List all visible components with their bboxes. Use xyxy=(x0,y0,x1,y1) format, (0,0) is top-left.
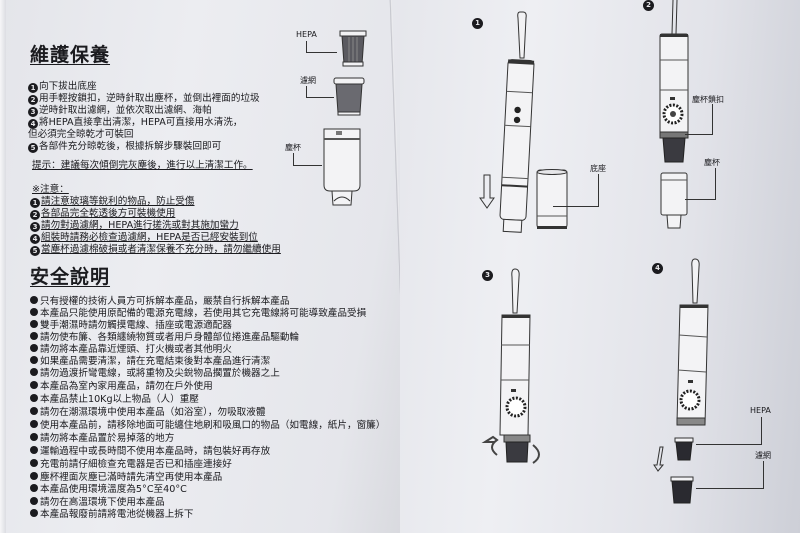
bullet-icon xyxy=(30,407,38,415)
hepa-label: HEPA xyxy=(296,30,317,39)
filter-label: 濾網 xyxy=(300,76,316,85)
hepa-filter-icon xyxy=(339,30,367,67)
step-4-badge: 4 xyxy=(652,263,663,274)
bullet-icon xyxy=(30,320,38,328)
step2-dust-cup-label: 塵杯 xyxy=(704,158,720,167)
maintenance-step-continued: 但必須完全晾乾才可裝回 xyxy=(28,129,134,140)
bullet-icon xyxy=(30,459,38,467)
bullet-icon xyxy=(30,344,38,352)
notes-title: ※注意： xyxy=(32,184,69,195)
step4-filter-leader-line xyxy=(696,461,764,489)
bullet-icon xyxy=(30,472,38,480)
safety-item: 使用本產品前，請移除地面可能纏住地刷和吸風口的物品（如電線，紙片，窗簾） xyxy=(30,420,385,432)
bullet-icon xyxy=(30,394,38,402)
bullet-icon xyxy=(30,484,38,492)
safety-item: 本產品為室內家用產品，請勿在戶外使用 xyxy=(30,381,213,393)
step4-filter-label: 濾網 xyxy=(755,451,771,460)
safety-item: 只有授權的技術人員方可拆解本產品，嚴禁自行拆解本產品 xyxy=(30,296,289,308)
lock-leader-line xyxy=(685,104,713,135)
step4-hepa-label: HEPA xyxy=(750,406,771,415)
step-number-badge: 3 xyxy=(28,107,38,117)
safety-item: 請勿使布簾、各類纏繞物質或者用戶身體部位捲進產品驅動輪 xyxy=(30,332,299,344)
bullet-icon xyxy=(30,446,38,454)
bullet-icon xyxy=(30,433,38,441)
safety-item: 充電前請仔細檢查充電器是否已和插座連接好 xyxy=(30,459,232,471)
base-leader-line xyxy=(553,174,599,207)
dust-cup-icon xyxy=(323,128,361,206)
safety-item: 本產品使用環境溫度為5°C至40°C xyxy=(30,484,187,496)
step-2-vacuum-illustration xyxy=(659,0,689,229)
note-number-badge: 3 xyxy=(30,222,40,232)
note-number-badge: 4 xyxy=(30,234,40,244)
note-number-badge: 1 xyxy=(30,198,40,208)
safety-item: 運輸過程中或長時間不使用本產品時，請包裝好再存放 xyxy=(30,446,270,458)
maintenance-title: 維護保養 xyxy=(30,44,111,66)
bullet-icon xyxy=(30,332,38,340)
step2-cup-leader-line xyxy=(685,168,716,200)
dust-cup-leader-line xyxy=(293,153,322,166)
filter-mesh-icon xyxy=(333,77,365,116)
step-number-badge: 1 xyxy=(28,83,38,93)
step-1-vacuum-illustration xyxy=(479,11,535,233)
page-edge xyxy=(0,0,6,533)
step-number-badge: 2 xyxy=(28,95,38,105)
bullet-icon xyxy=(30,509,38,517)
safety-item: 本產品報廢前請將電池從機器上拆下 xyxy=(30,509,194,521)
safety-item: 如果產品需要清潔，請在充電結束後對本產品進行清潔 xyxy=(30,356,270,368)
step-1-badge: 1 xyxy=(472,18,483,29)
base-part-icon xyxy=(536,169,568,229)
safety-item: 塵杯裡面灰塵已滿時請先清空再使用本產品 xyxy=(30,472,222,484)
step-3-vacuum-illustration xyxy=(481,268,540,464)
safety-item: 本產品只能使用原配備的電源充電線，若使用其它充電線將可能導致產品受損 xyxy=(30,308,366,320)
safety-item: 請勿過渡折彎電線，或將重物及尖銳物品擱置於機器之上 xyxy=(30,368,280,380)
step-number-badge: 4 xyxy=(28,119,38,129)
step-2-badge: 2 xyxy=(643,0,654,11)
safety-item: 請勿將本產品置於易掉落的地方 xyxy=(30,433,174,445)
hepa-leader-line xyxy=(306,41,337,53)
dust-cup-label: 塵杯 xyxy=(285,143,301,152)
dust-cup-lock-label: 塵杯鎖扣 xyxy=(692,95,724,104)
step-number-badge: 5 xyxy=(28,143,38,153)
step-4-vacuum-illustration xyxy=(653,258,709,504)
bullet-icon xyxy=(30,296,38,304)
safety-item: 請勿在高溫環境下使用本產品 xyxy=(30,497,165,509)
bullet-icon xyxy=(30,381,38,389)
right-page: 1 底座 2 xyxy=(400,0,800,533)
safety-item: 本產品禁止10Kg以上物品（人）重壓 xyxy=(30,394,199,406)
step-3-badge: 3 xyxy=(482,270,493,281)
safety-item: 雙手潮濕時請勿觸摸電線、插座或電源適配器 xyxy=(30,320,232,332)
bullet-icon xyxy=(30,497,38,505)
bullet-icon xyxy=(30,308,38,316)
bullet-icon xyxy=(30,368,38,376)
base-label: 底座 xyxy=(590,164,606,173)
safety-title: 安全說明 xyxy=(30,266,111,288)
note-number-badge: 5 xyxy=(30,246,40,256)
note-number-badge: 2 xyxy=(30,210,40,220)
maintenance-tip: 提示：建議每次傾倒完灰塵後，進行以上清潔工作。 xyxy=(32,160,253,171)
filter-leader-line xyxy=(306,86,334,98)
safety-item: 請勿在潮濕環境中使用本產品（如浴室），勿吸取液體 xyxy=(30,407,265,419)
bullet-icon xyxy=(30,420,38,428)
step4-hepa-leader-line xyxy=(696,417,762,445)
safety-item: 請勿將本產品靠近煙頭、打火機或者其他明火 xyxy=(30,344,232,356)
bullet-icon xyxy=(30,356,38,364)
